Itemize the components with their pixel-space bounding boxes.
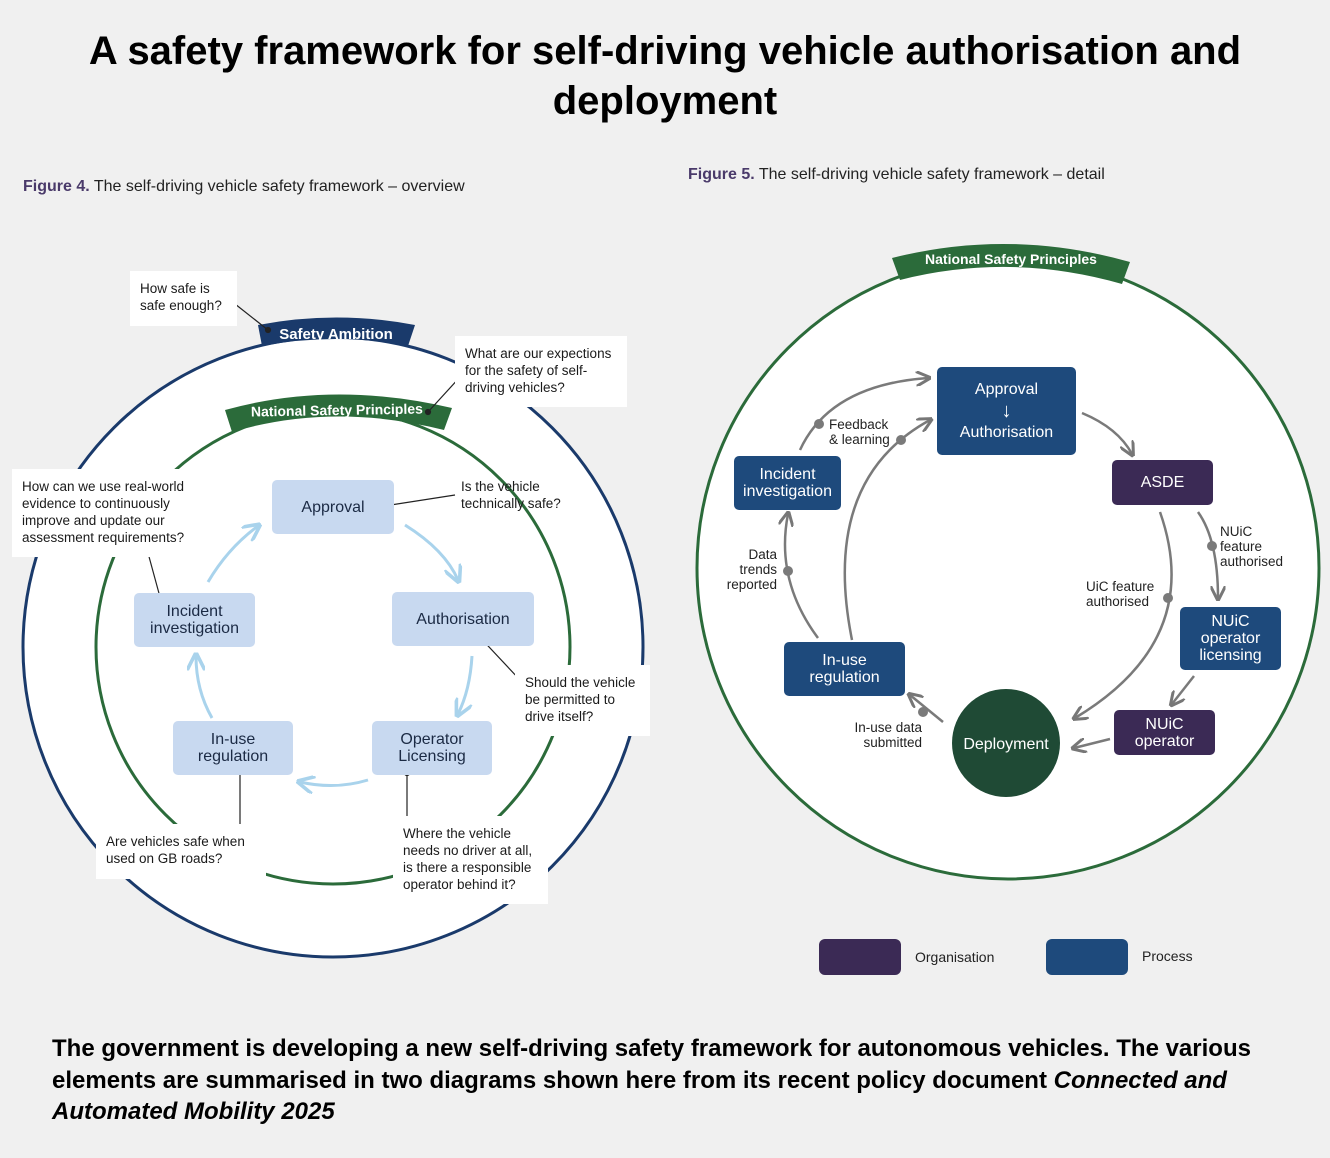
authorisation-label: Authorisation	[959, 424, 1054, 441]
deployment-node	[952, 689, 1060, 797]
inuse-regulation-box: In-use regulation	[173, 721, 293, 775]
arrow-approval-to-asde	[1081, 411, 1132, 454]
legend-process-swatch	[1046, 939, 1128, 975]
arrow-incident-approval	[206, 526, 258, 583]
figure5-caption: Figure 5. The self-driving vehicle safet…	[688, 166, 1105, 184]
figure5-dots	[783, 419, 1217, 717]
inuse-regulation-box-fig5: In-use regulation	[784, 642, 905, 696]
safety-ambition-ribbon	[258, 317, 415, 346]
arrow-incident-to-approval	[798, 378, 928, 451]
principles-ribbon-fig5	[892, 243, 1130, 284]
footer-document-title: Connected and Automated Mobility 2025	[52, 1066, 1227, 1126]
nuic-licensing-box: NUiC operator licensing	[1180, 607, 1281, 670]
approval-down-arrow: ↓	[1001, 400, 1012, 422]
figure5-caption-number: Figure 5.	[688, 166, 755, 183]
label-feedback: Feedback & learning	[829, 417, 890, 447]
arrow-asde-to-deployment	[1075, 511, 1173, 718]
arrow-licensing-to-operator	[1172, 675, 1195, 704]
operator-licensing-box: Operator Licensing	[372, 721, 492, 775]
legend-organisation-swatch	[819, 939, 901, 975]
page-title: A safety framework for self-driving vehi…	[88, 29, 1242, 123]
legend-organisation-label: Organisation	[915, 949, 995, 965]
figure4-caption: Figure 4. The self-driving vehicle safet…	[23, 178, 465, 196]
note-responsible-operator: Where the vehicle needs no driver at all…	[393, 816, 548, 904]
note-expectations: What are our expections for the safety o…	[455, 336, 627, 407]
figure5-arrows	[785, 378, 1218, 748]
arrow-authorisation-operator	[458, 655, 474, 714]
note-how-safe: How safe is safe enough?	[130, 271, 237, 326]
principles-ribbon-fig4	[225, 394, 452, 432]
label-nuic-feature: NUiC feature authorised	[1220, 524, 1284, 569]
arrow-operator-to-deployment	[1074, 737, 1111, 748]
note-technically-safe: Is the vehicle technically safe?	[461, 479, 561, 511]
arrow-inuse-incident	[196, 656, 214, 719]
incident-investigation-box: Incident investigation	[134, 593, 255, 647]
principles-label-fig4: National Safety Principles	[251, 400, 423, 419]
figure4-caption-text: The self-driving vehicle safety framewor…	[89, 178, 465, 195]
arrow-inuse-to-incident	[785, 514, 820, 639]
note-gb-roads: Are vehicles safe when used on GB roads?	[96, 824, 266, 879]
approval-box: Approval	[272, 480, 394, 534]
label-uic-feature: UiC feature authorised	[1086, 579, 1155, 609]
label-inuse-data: In-use data submitted	[854, 720, 922, 750]
note-permitted: Should the vehicle be permitted to drive…	[515, 665, 650, 736]
footer-text: The government is developing a new self-…	[52, 1033, 1302, 1128]
approval-label: Approval	[974, 381, 1039, 398]
authorisation-box: Authorisation	[392, 592, 534, 646]
figure4-caption-number: Figure 4.	[23, 178, 90, 195]
asde-box: ASDE	[1112, 460, 1213, 505]
footer-body: The government is developing a new self-…	[52, 1035, 1251, 1094]
label-data-trends: Data trends reported	[726, 547, 777, 592]
approval-authorisation-box: Approval ↓ Authorisation	[937, 367, 1076, 455]
nuic-operator-box: NUiC operator	[1114, 710, 1215, 755]
figure5-caption-text: The self-driving vehicle safety framewor…	[754, 166, 1105, 183]
note-real-world: How can we use real-world evidence to co…	[12, 469, 200, 557]
principles-label-fig5: National Safety Principles	[925, 251, 1097, 267]
arrow-operator-inuse	[300, 780, 369, 786]
deployment-label: Deployment	[963, 736, 1049, 753]
safety-ambition-label: Safety Ambition	[279, 326, 393, 343]
arrow-approval-authorisation	[404, 523, 458, 580]
incident-investigation-box-fig5: Incident investigation	[734, 456, 841, 510]
legend-process-label: Process	[1142, 948, 1193, 964]
